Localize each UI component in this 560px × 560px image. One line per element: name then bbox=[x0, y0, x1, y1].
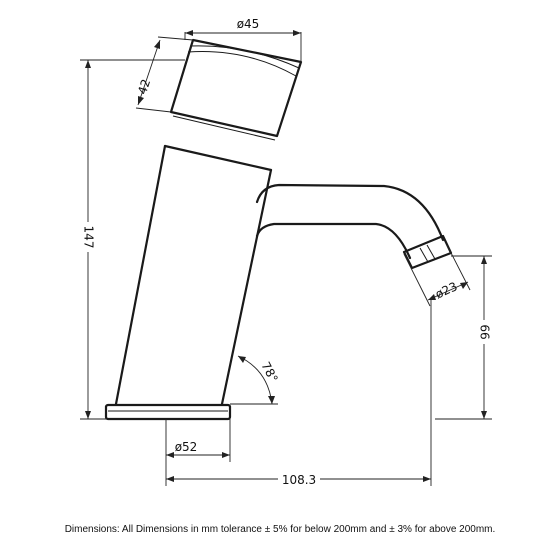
label-overall-height: 147 bbox=[82, 226, 96, 249]
dim-projection: 108.3 bbox=[165, 300, 432, 487]
label-outlet-diameter: ø23 bbox=[433, 279, 459, 301]
body-collar-line bbox=[163, 144, 273, 172]
dim-outlet-height: 66 bbox=[435, 255, 492, 420]
dim-angle: 78° bbox=[230, 355, 281, 405]
body-left-edge bbox=[114, 144, 167, 406]
dim-overall-height: 147 bbox=[80, 59, 185, 420]
label-angle: 78° bbox=[258, 359, 280, 384]
label-projection: 108.3 bbox=[282, 473, 316, 487]
dim-base-diameter: ø52 bbox=[165, 419, 231, 462]
dim-outlet-diameter: ø23 bbox=[403, 244, 471, 307]
spout-top-edge bbox=[255, 183, 445, 242]
aerator bbox=[402, 234, 453, 270]
label-cap-height: 42 bbox=[135, 77, 153, 96]
tap-body bbox=[104, 38, 453, 421]
cap-top-rim-2 bbox=[189, 45, 300, 69]
dim-top-diameter: ø45 bbox=[184, 17, 302, 62]
aerator-slot-1 bbox=[419, 247, 429, 263]
cap-top-rim bbox=[187, 51, 297, 77]
label-outlet-height: 66 bbox=[478, 324, 492, 339]
dimensions-footnote: Dimensions: All Dimensions in mm toleran… bbox=[64, 524, 496, 535]
cap-lower-line bbox=[172, 115, 276, 141]
dim-cap-height: 42 bbox=[135, 36, 194, 113]
spout-bottom-edge bbox=[255, 222, 412, 260]
label-top-diameter: ø45 bbox=[237, 17, 260, 31]
body-right-edge bbox=[220, 168, 273, 406]
label-base-diameter: ø52 bbox=[175, 440, 198, 454]
base-plate bbox=[104, 403, 232, 421]
aerator-slot-2 bbox=[426, 244, 436, 260]
